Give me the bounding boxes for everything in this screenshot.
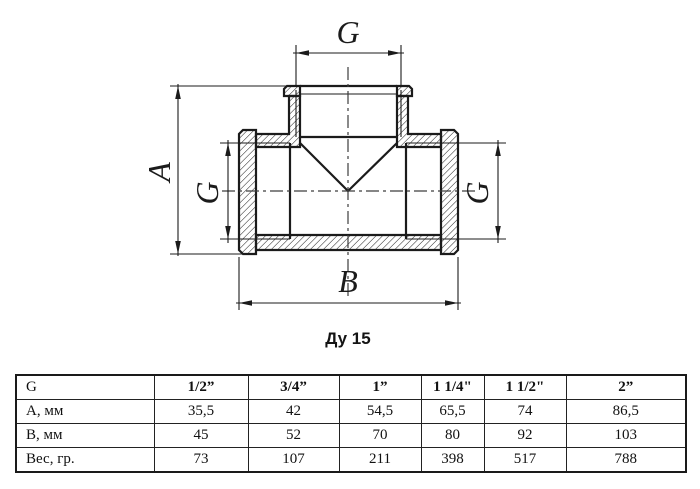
cell: 65,5 (420, 399, 485, 424)
cell: 80 (420, 423, 485, 448)
cell: 107 (247, 447, 340, 473)
outline-lines (288, 84, 408, 239)
dim-label-b: B (338, 263, 358, 299)
row-label: В, мм (15, 423, 155, 448)
dim-label-g-top: G (336, 14, 359, 50)
cell: 103 (565, 423, 687, 448)
dim-label-g-left: G (189, 181, 225, 204)
table-header-row: G 1/2” 3/4” 1” 1 1/4" 1 1/2" 2” (15, 374, 687, 400)
flange-wall-left (282, 84, 302, 98)
flange-wall-right (395, 84, 414, 98)
header-size: 2” (565, 374, 687, 400)
size-caption: Ду 15 (325, 329, 370, 348)
cell: 42 (247, 399, 340, 424)
end-ring-left (237, 128, 258, 256)
spec-table: G 1/2” 3/4” 1” 1 1/4" 1 1/2" 2” А, мм 35… (15, 374, 687, 473)
header-size: 1/2” (153, 374, 249, 400)
row-label: Вес, гр. (15, 447, 155, 473)
cell: 52 (247, 423, 340, 448)
header-size: 1 1/2" (483, 374, 567, 400)
cell: 211 (338, 447, 422, 473)
cell: 45 (153, 423, 249, 448)
cell: 54,5 (338, 399, 422, 424)
cell: 788 (565, 447, 687, 473)
cell: 35,5 (153, 399, 249, 424)
cell: 74 (483, 399, 567, 424)
cell: 70 (338, 423, 422, 448)
cell: 92 (483, 423, 567, 448)
branch-wall-left (254, 94, 302, 149)
header-thread-label: G (15, 374, 155, 400)
header-size: 1 1/4" (420, 374, 485, 400)
technical-drawing: G A G G B Ду 15 (141, 14, 506, 348)
cell: 517 (483, 447, 567, 473)
thread-lines (220, 90, 506, 240)
centerlines (222, 67, 477, 297)
header-size: 3/4” (247, 374, 340, 400)
row-label: А, мм (15, 399, 155, 424)
branch-wall-right (395, 94, 443, 149)
dimension-arrows (175, 50, 501, 306)
cell: 73 (153, 447, 249, 473)
tee-fitting-section (237, 84, 460, 256)
table-row-weight: Вес, гр. 73 107 211 398 517 788 (15, 447, 687, 473)
table-row-a: А, мм 35,5 42 54,5 65,5 74 86,5 (15, 399, 687, 424)
dim-label-a: A (141, 162, 177, 184)
cell: 398 (420, 447, 485, 473)
table-row-b: В, мм 45 52 70 80 92 103 (15, 423, 687, 448)
header-size: 1” (338, 374, 422, 400)
dim-label-g-right: G (459, 181, 495, 204)
end-ring-right (439, 128, 460, 256)
dimension-lines (170, 45, 499, 310)
cell: 86,5 (565, 399, 687, 424)
